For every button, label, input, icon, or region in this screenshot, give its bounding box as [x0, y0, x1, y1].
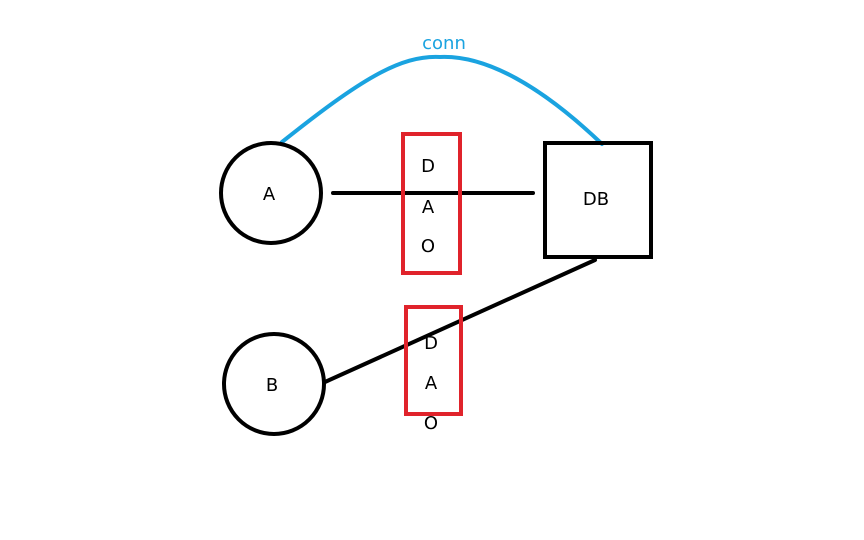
dao-top-box	[401, 132, 462, 275]
dao-bottom-letter-d: D	[424, 333, 438, 354]
conn-label: conn	[422, 33, 466, 54]
node-db-box	[543, 141, 653, 259]
node-a: A	[219, 141, 323, 245]
node-db-label: DB	[583, 189, 609, 210]
dao-top-letter-a: A	[422, 197, 435, 218]
conn-arc	[280, 54, 604, 146]
dao-bottom-box	[404, 305, 463, 416]
node-b-circle	[222, 332, 326, 436]
dao-top: D A O	[401, 132, 462, 275]
dao-bottom-letter-o: O	[424, 413, 438, 434]
dao-bottom: D A O	[404, 305, 463, 434]
node-b-label: B	[266, 375, 278, 396]
node-db: DB	[543, 141, 653, 259]
node-a-label: A	[263, 184, 276, 205]
dao-top-letter-d: D	[421, 156, 435, 177]
node-a-circle	[219, 141, 323, 245]
dao-bottom-letter-a: A	[425, 373, 438, 394]
dao-top-letter-o: O	[421, 236, 435, 257]
node-b: B	[222, 332, 326, 436]
